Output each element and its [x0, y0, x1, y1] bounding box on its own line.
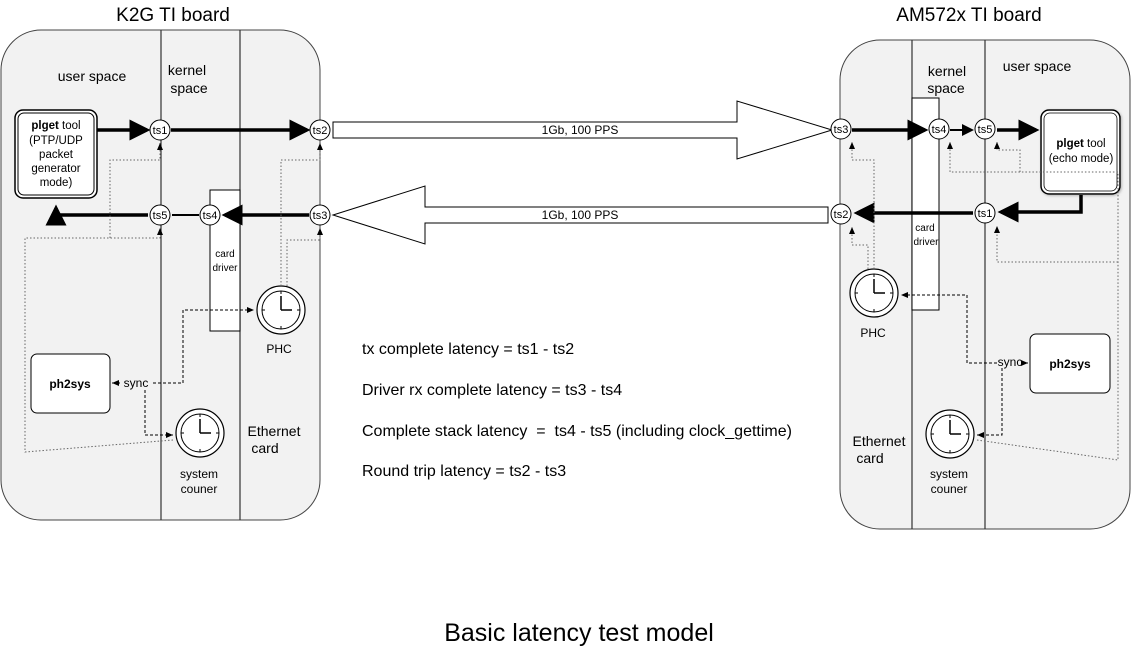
svg-text:ts4: ts4 — [203, 210, 218, 222]
left-syscounter-to-ts1-dotted — [109, 143, 163, 238]
left-couner-label: couner — [181, 482, 218, 496]
left-sync-label: sync — [124, 376, 149, 390]
right-tool-to-ts1-arrow — [997, 195, 1083, 223]
right-card-label: card — [915, 223, 934, 234]
right-system-label: system — [930, 467, 968, 481]
left-card-label: card — [215, 249, 234, 260]
diagram-caption: Basic latency test model — [444, 619, 714, 647]
left-plget-tool-title: plget tool — [31, 120, 80, 132]
left-ph2sys-label: ph2sys — [49, 377, 91, 391]
right-ph2sys-box — [1029, 333, 1111, 394]
left-plget-tool-line4: mode) — [40, 177, 73, 189]
left-phc-to-ts3-dotted — [286, 228, 323, 286]
right-space-label: space — [927, 80, 965, 96]
right-sync-label: sync — [998, 355, 1023, 369]
left-plget-tool-line1: (PTP/UDP — [29, 135, 83, 147]
svg-text:ts4: ts4 — [932, 124, 947, 136]
right-ts1: ts1 — [974, 202, 996, 224]
right-plget-tool-title: plget tool — [1056, 138, 1105, 150]
right-user-space-label: user space — [1003, 58, 1072, 74]
left-system-counter-clock-icon — [175, 408, 225, 458]
right-phc-to-ts2-dotted — [849, 227, 869, 269]
right-syscounter-to-ts1-dotted — [994, 226, 1118, 263]
formula-round-trip: Round trip latency = ts2 - ts3 — [362, 463, 566, 480]
bottom-link-arrow — [331, 185, 829, 245]
left-ts1: ts1 — [149, 119, 171, 141]
right-kernel-label: kernel — [928, 63, 966, 79]
right-phc-to-ts3-dotted — [849, 142, 875, 269]
left-plget-tool-box — [14, 109, 98, 199]
left-syscounter-to-ts5-dotted — [24, 228, 174, 453]
formula-driver-rx: Driver rx complete latency = ts3 - ts4 — [362, 382, 622, 399]
formula-tx-complete: tx complete latency = ts1 - ts2 — [362, 341, 574, 358]
left-phc-clock-icon — [256, 285, 306, 335]
right-ph2sys-label: ph2sys — [1049, 357, 1091, 371]
right-syscounter-to-ts4-dotted — [947, 142, 1119, 461]
left-ts2: ts2 — [309, 119, 331, 141]
left-ph2sys-box — [30, 353, 111, 414]
right-phc-clock-icon — [849, 268, 899, 318]
left-plget-tool-line2: packet — [39, 149, 74, 161]
left-ts4: ts4 — [199, 204, 221, 226]
left-sync-to-phc-arrow — [153, 307, 254, 384]
svg-text:ts5: ts5 — [978, 124, 993, 136]
right-ts2: ts2 — [830, 203, 852, 225]
right-sync-to-phc-arrow — [901, 292, 997, 364]
right-plget-tool-box — [1040, 109, 1121, 195]
latency-formulas: tx complete latency = ts1 - ts2 Driver r… — [362, 341, 792, 480]
right-couner-label: couner — [931, 482, 968, 496]
svg-text:ts5: ts5 — [153, 210, 168, 222]
right-driver-label: driver — [913, 237, 939, 248]
left-driver-label: driver — [212, 263, 238, 274]
left-card-eth-label: card — [251, 440, 278, 456]
formula-complete-stack: Complete stack latency = ts4 - ts5 (incl… — [362, 423, 792, 440]
right-ts5: ts5 — [974, 118, 996, 140]
top-link: 1Gb, 100 PPS — [332, 100, 834, 160]
left-space-label: space — [170, 80, 208, 96]
svg-text:ts1: ts1 — [153, 125, 168, 137]
right-sync-to-syscounter-arrow — [977, 368, 1003, 438]
right-ts4: ts4 — [928, 118, 950, 140]
left-system-label: system — [180, 467, 218, 481]
left-ts5-to-tool-arrow — [45, 204, 148, 226]
right-system-counter-clock-icon — [925, 409, 975, 459]
right-board-title: AM572x TI board — [896, 5, 1041, 26]
left-kernel-label: kernel — [168, 62, 206, 78]
right-card-eth-label: card — [856, 450, 883, 466]
svg-text:ts2: ts2 — [834, 209, 849, 221]
left-ethernet-label: Ethernet — [248, 423, 301, 439]
bottom-link: 1Gb, 100 PPS — [331, 185, 829, 245]
right-phc-label: PHC — [860, 326, 886, 340]
right-board: AM572x TI board user space kernel space … — [830, 5, 1131, 530]
left-ts5: ts5 — [149, 204, 171, 226]
left-plget-tool-line3: generator — [31, 163, 80, 175]
svg-text:ts1: ts1 — [978, 208, 993, 220]
left-user-space-label: user space — [58, 68, 127, 84]
left-sync-to-syscounter-arrow — [144, 390, 173, 438]
left-phc-label: PHC — [266, 342, 292, 356]
left-board-title: K2G TI board — [116, 5, 230, 26]
left-phc-to-ts2-dotted — [280, 143, 323, 286]
svg-text:ts3: ts3 — [834, 124, 849, 136]
right-plget-tool-line1: (echo mode) — [1049, 153, 1114, 165]
right-syscounter-to-ts5-dotted — [994, 142, 1021, 172]
bottom-link-label: 1Gb, 100 PPS — [542, 208, 619, 222]
right-ethernet-label: Ethernet — [853, 433, 906, 449]
right-ts3: ts3 — [830, 118, 852, 140]
left-board: K2G TI board user space kernel space plg… — [0, 5, 331, 521]
top-link-label: 1Gb, 100 PPS — [542, 123, 619, 137]
top-link-arrow — [332, 100, 834, 160]
svg-text:ts3: ts3 — [313, 210, 328, 222]
svg-text:ts2: ts2 — [313, 125, 328, 137]
left-ts3: ts3 — [309, 204, 331, 226]
